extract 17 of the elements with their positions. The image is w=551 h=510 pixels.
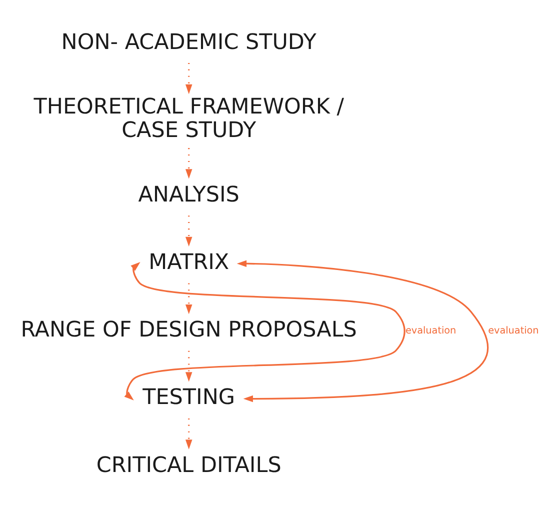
arrow xyxy=(185,418,192,450)
arrow xyxy=(185,216,192,247)
node-text: CRITICAL DITAILS xyxy=(96,452,282,478)
edge-label: evaluation xyxy=(488,326,539,337)
arrow xyxy=(185,148,192,179)
node-text: THEORETICAL FRAMEWORK / CASE STUDY xyxy=(34,94,344,143)
node-text: MATRIX xyxy=(148,250,230,275)
arrow xyxy=(185,350,192,382)
arrow xyxy=(185,62,192,94)
edge-label: evaluation xyxy=(405,326,456,337)
node-text: NON- ACADEMIC STUDY xyxy=(61,30,316,55)
arrow xyxy=(124,262,406,400)
arrow xyxy=(185,283,192,314)
node-text: ANALYSIS xyxy=(138,182,240,208)
node-text: TESTING xyxy=(142,385,236,410)
arrow xyxy=(236,260,488,402)
node-text: RANGE OF DESIGN PROPOSALS xyxy=(20,318,357,343)
